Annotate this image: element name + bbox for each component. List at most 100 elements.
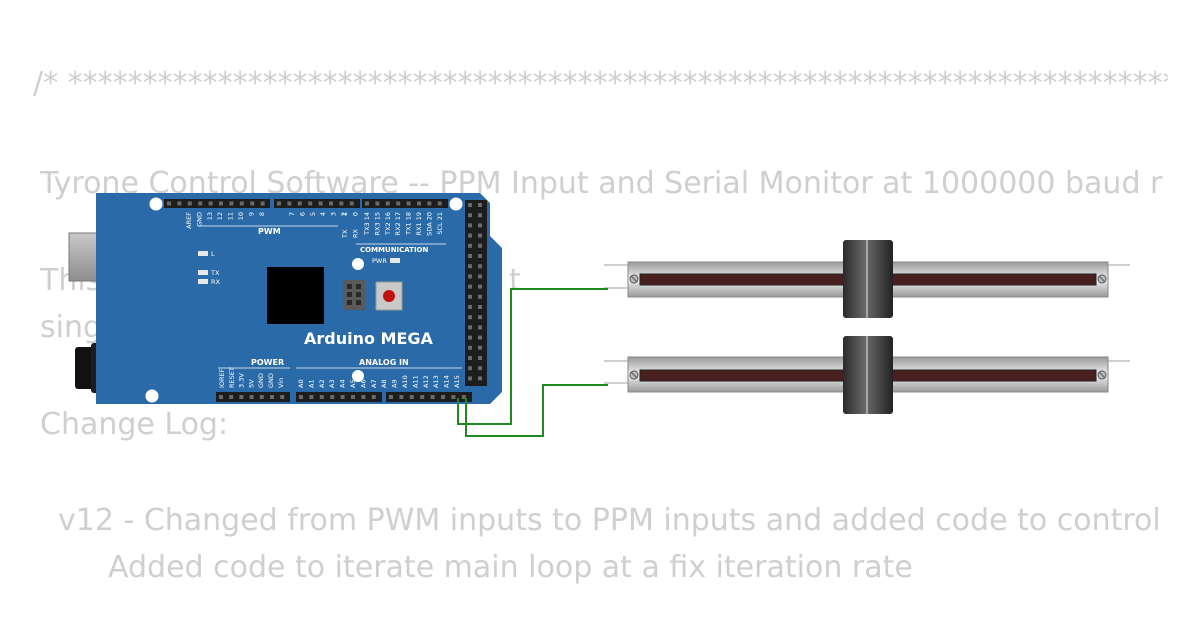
header-pin[interactable]: [437, 201, 442, 206]
header-pin[interactable]: [430, 395, 435, 399]
header-pin[interactable]: [219, 395, 223, 399]
header-pin[interactable]: [478, 264, 482, 269]
header-pin[interactable]: [167, 201, 171, 206]
header-pin[interactable]: [478, 294, 482, 299]
header-pin[interactable]: [229, 201, 234, 206]
header-pin[interactable]: [478, 223, 482, 228]
header-pin[interactable]: [270, 395, 274, 399]
pwm-label: PWM: [258, 227, 281, 236]
header-pin[interactable]: [375, 201, 380, 206]
header-pin[interactable]: [385, 201, 390, 206]
header-pin[interactable]: [340, 395, 345, 399]
slider-2-knob[interactable]: [843, 336, 893, 414]
wire-slider-2[interactable]: [465, 384, 608, 437]
header-pin[interactable]: [277, 201, 281, 206]
code-line-4: sing: [40, 310, 103, 345]
header-pin[interactable]: [427, 201, 432, 206]
pin-label: A7: [370, 379, 378, 388]
header-pin[interactable]: [409, 395, 414, 399]
header-pin[interactable]: [259, 395, 264, 399]
header-pin[interactable]: [451, 395, 456, 399]
header-pin[interactable]: [239, 395, 244, 399]
slide-potentiometer-2[interactable]: [604, 336, 1130, 414]
arduino-mega-board[interactable]: L TX RX PWR PWM COMMUNICATION POWER ANAL…: [68, 193, 502, 404]
header-pin[interactable]: [478, 315, 482, 320]
header-pin[interactable]: [468, 366, 472, 371]
header-pin[interactable]: [229, 395, 234, 399]
header-pin[interactable]: [478, 213, 482, 218]
header-pin[interactable]: [468, 335, 472, 340]
header-pin[interactable]: [478, 356, 482, 360]
mount-hole: [449, 197, 463, 211]
pin-label: 0: [351, 212, 359, 216]
header-pin[interactable]: [468, 233, 472, 238]
header-pin[interactable]: [478, 325, 482, 330]
header-pin[interactable]: [260, 201, 265, 206]
header-pin[interactable]: [351, 395, 355, 399]
header-pin[interactable]: [396, 201, 401, 206]
header-pin[interactable]: [365, 201, 369, 206]
header-pin[interactable]: [468, 264, 472, 269]
header-pin[interactable]: [187, 201, 192, 206]
header-pin[interactable]: [468, 274, 472, 279]
header-pin[interactable]: [468, 376, 472, 381]
header-pin[interactable]: [468, 356, 472, 360]
header-pin[interactable]: [468, 203, 472, 207]
header-pin[interactable]: [478, 274, 482, 279]
slide-potentiometer-1[interactable]: [604, 240, 1130, 318]
header-pin[interactable]: [309, 395, 314, 399]
header-pin[interactable]: [468, 243, 472, 248]
header-pin[interactable]: [339, 201, 344, 206]
header-pin[interactable]: [478, 366, 482, 371]
header-pin[interactable]: [389, 395, 393, 399]
header-pin[interactable]: [468, 284, 472, 289]
header-pin[interactable]: [177, 201, 182, 206]
header-pin[interactable]: [297, 201, 302, 206]
header-pin[interactable]: [406, 201, 411, 206]
header-pin[interactable]: [468, 223, 472, 228]
header-pin[interactable]: [478, 284, 482, 289]
header-pin[interactable]: [478, 345, 482, 350]
header-pin[interactable]: [329, 201, 333, 206]
header-pin[interactable]: [468, 345, 472, 350]
slider-1-knob[interactable]: [843, 240, 893, 318]
header-pin[interactable]: [468, 315, 472, 320]
header-pin[interactable]: [478, 305, 482, 309]
header-pin[interactable]: [478, 233, 482, 238]
header-pin[interactable]: [249, 395, 254, 399]
header-pin[interactable]: [219, 201, 223, 206]
header-pin[interactable]: [330, 395, 335, 399]
header-pin[interactable]: [287, 201, 292, 206]
header-pin[interactable]: [478, 335, 482, 340]
header-pin[interactable]: [308, 201, 313, 206]
wire-slider-1[interactable]: [457, 288, 608, 425]
header-pin[interactable]: [468, 254, 472, 258]
header-pin[interactable]: [468, 294, 472, 299]
header-pin[interactable]: [468, 213, 472, 218]
header-pin[interactable]: [208, 201, 213, 206]
header-pin[interactable]: [250, 201, 255, 206]
header-pin[interactable]: [468, 325, 472, 330]
header-pin[interactable]: [318, 201, 323, 206]
header-pin[interactable]: [417, 201, 421, 206]
header-pin[interactable]: [198, 201, 203, 206]
header-pin[interactable]: [280, 395, 285, 399]
header-pin[interactable]: [349, 201, 354, 206]
header-pin[interactable]: [468, 305, 472, 309]
pin-label: A3: [328, 379, 336, 388]
header-pin[interactable]: [420, 395, 425, 399]
header-pin[interactable]: [319, 395, 324, 399]
header-pin[interactable]: [239, 201, 244, 206]
header-pin[interactable]: [478, 254, 482, 258]
board-name: Arduino MEGA: [304, 329, 434, 348]
pin-label: RX2 17: [394, 212, 402, 235]
header-pin[interactable]: [461, 395, 466, 399]
header-pin[interactable]: [371, 395, 376, 399]
header-pin[interactable]: [478, 376, 482, 381]
header-pin[interactable]: [299, 395, 303, 399]
header-pin[interactable]: [441, 395, 445, 399]
header-pin[interactable]: [361, 395, 366, 399]
header-pin[interactable]: [478, 243, 482, 248]
header-pin[interactable]: [478, 203, 482, 207]
header-pin[interactable]: [399, 395, 404, 399]
